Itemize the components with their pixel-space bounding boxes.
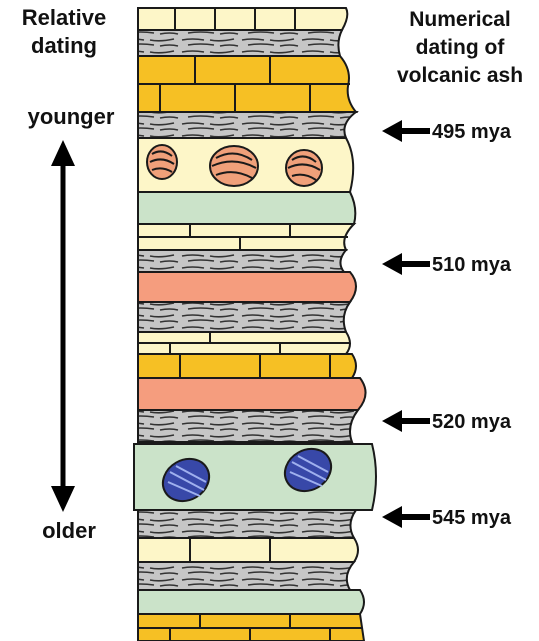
mudstone-layer-1 [138,192,355,224]
shell-fossil-1 [147,145,177,179]
arrow-510 [382,253,430,275]
mudstone-layer-bottom [138,590,364,614]
volcanic-ash-510 [138,272,356,302]
shell-fossil-2 [210,146,258,186]
date-label-510: 510 mya [432,254,511,277]
date-label-495: 495 mya [432,121,511,144]
shale-layer-4 [138,302,350,332]
sandstone-layer-4 [138,538,358,562]
limestone-layer-2 [138,354,356,378]
shale-layer-3 [138,250,346,272]
volcanic-ash-520 [138,378,366,410]
date-arrows [382,120,430,528]
shale-layer-6 [138,510,356,538]
shell-fossil-3 [286,150,322,186]
shale-layer-2 [138,112,356,138]
date-label-545: 545 mya [432,507,511,530]
time-double-arrow [51,140,75,512]
sandstone-layer-top [138,8,347,30]
arrow-495 [382,120,430,142]
date-label-520: 520 mya [432,411,511,434]
arrow-520 [382,410,430,432]
rock-column [134,8,376,641]
shale-layer-1 [138,30,342,56]
arrow-545 [382,506,430,528]
shale-layer-7 [138,562,354,590]
shale-layer-5 [138,410,358,442]
